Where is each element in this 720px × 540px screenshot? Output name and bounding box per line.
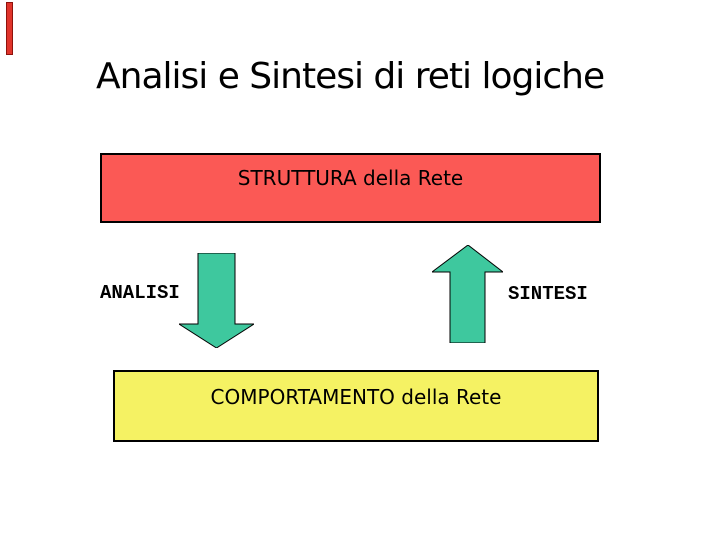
synthesis-label: SINTESI: [508, 283, 588, 305]
accent-bar: [6, 2, 13, 55]
behavior-box: COMPORTAMENTO della Rete: [113, 370, 599, 442]
arrow-up-shape: [432, 245, 503, 343]
slide-title: Analisi e Sintesi di reti logiche: [96, 56, 605, 97]
analysis-label: ANALISI: [100, 282, 180, 304]
structure-box: STRUTTURA della Rete: [100, 153, 601, 223]
arrow-up-icon: [432, 245, 503, 343]
behavior-box-label: COMPORTAMENTO della Rete: [210, 385, 502, 409]
arrow-down-icon: [179, 253, 254, 348]
arrow-down-shape: [179, 253, 254, 348]
structure-box-label: STRUTTURA della Rete: [237, 166, 464, 190]
